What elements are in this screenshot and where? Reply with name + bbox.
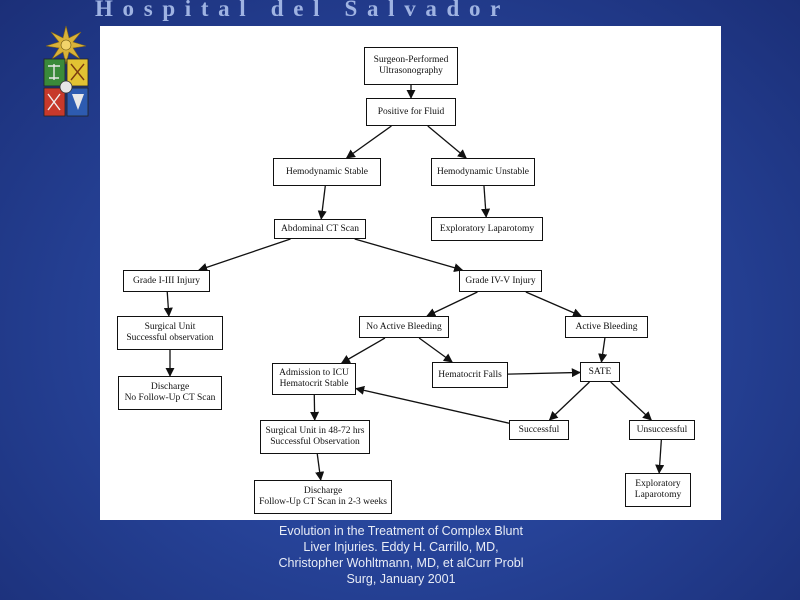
node-sate: SATE xyxy=(580,362,620,382)
connector-arrow xyxy=(426,291,478,317)
connector-arrow xyxy=(315,453,325,481)
connector-arrow xyxy=(317,185,327,220)
node-exploratory-laparotomy-1: Exploratory Laparotomy xyxy=(431,217,543,241)
connector-arrow xyxy=(655,439,665,474)
node-exploratory-laparotomy-2: Exploratory Laparotomy xyxy=(625,473,691,507)
node-abdominal-ct-scan: Abdominal CT Scan xyxy=(274,219,366,239)
node-positive-for-fluid: Positive for Fluid xyxy=(366,98,456,126)
connector-arrow xyxy=(345,125,392,159)
node-discharge-follow-up: Discharge Follow-Up CT Scan in 2-3 weeks xyxy=(254,480,392,514)
node-active-bleeding: Active Bleeding xyxy=(565,316,648,338)
node-line: Ultrasonography xyxy=(379,66,443,76)
node-line: Grade I-III Injury xyxy=(133,275,200,286)
node-line: Successful xyxy=(518,424,560,435)
header-title: Hospital del Salvador xyxy=(95,0,511,21)
connector-arrow xyxy=(355,385,510,424)
node-line: Laparotomy xyxy=(634,490,682,500)
node-line: Positive for Fluid xyxy=(377,106,445,117)
node-line: No Active Bleeding xyxy=(366,321,442,332)
node-line: Unsuccessful xyxy=(636,424,688,435)
connector-arrow xyxy=(340,337,386,364)
node-grade-iv-v: Grade IV-V Injury xyxy=(459,270,542,292)
node-hemodynamic-unstable: Hemodynamic Unstable xyxy=(431,158,535,186)
node-line: Discharge xyxy=(150,382,190,393)
connector-arrow xyxy=(198,238,291,272)
connector-arrow xyxy=(610,381,652,421)
node-line: Hematocrit Falls xyxy=(438,369,502,380)
citation-caption: Evolution in the Treatment of Complex Bl… xyxy=(278,524,524,586)
node-grade-i-iii: Grade I-III Injury xyxy=(123,270,210,292)
node-successful: Successful xyxy=(509,420,569,440)
node-line: Exploratory Laparotomy xyxy=(439,223,535,234)
node-line: Admission to ICU xyxy=(279,368,349,379)
node-no-active-bleeding: No Active Bleeding xyxy=(359,316,449,338)
node-discharge-no-follow-up: Discharge No Follow-Up CT Scan xyxy=(118,376,222,410)
node-line: Successful observation xyxy=(126,333,214,343)
node-line: Hemodynamic Stable xyxy=(285,166,369,177)
connector-arrow xyxy=(548,381,590,421)
node-line: Successful Observation xyxy=(270,437,360,447)
node-admission-icu: Admission to ICU Hematocrit Stable xyxy=(272,363,356,395)
connector-arrow xyxy=(354,238,464,273)
node-line: Surgical Unit in 48-72 hrs xyxy=(265,426,365,437)
node-line: Abdominal CT Scan xyxy=(281,223,359,234)
flowchart-connectors xyxy=(163,85,665,481)
node-hematocrit-falls: Hematocrit Falls xyxy=(432,362,508,388)
connector-arrow xyxy=(507,368,581,378)
university-crest-logo xyxy=(38,24,94,122)
node-surgical-unit-observation: Surgical Unit Successful observation xyxy=(117,316,223,350)
node-line: SATE xyxy=(588,366,612,377)
connector-arrow xyxy=(525,291,582,317)
node-line: Hematocrit Stable xyxy=(279,379,349,389)
node-line: Discharge xyxy=(303,486,343,497)
node-line: Surgical Unit xyxy=(144,322,196,333)
node-line: Hemodynamic Unstable xyxy=(436,166,530,177)
connector-arrow xyxy=(598,337,608,363)
star-emblem-icon xyxy=(45,25,87,65)
connector-arrow xyxy=(418,337,453,363)
node-hemodynamic-stable: Hemodynamic Stable xyxy=(273,158,381,186)
shield-icon xyxy=(43,58,89,117)
connector-arrow xyxy=(481,185,491,218)
node-line: Exploratory xyxy=(635,479,681,490)
connector-arrow xyxy=(163,291,173,317)
node-line: Grade IV-V Injury xyxy=(465,275,536,286)
node-line: Follow-Up CT Scan in 2-3 weeks xyxy=(259,497,387,507)
node-line: Surgeon-Performed xyxy=(373,55,449,66)
node-surgeon-ultrasonography: Surgeon-Performed Ultrasonography xyxy=(364,47,458,85)
node-line: No Follow-Up CT Scan xyxy=(124,393,216,403)
node-surgical-unit-48-72: Surgical Unit in 48-72 hrs Successful Ob… xyxy=(260,420,370,454)
node-line: Active Bleeding xyxy=(575,321,638,332)
node-unsuccessful: Unsuccessful xyxy=(629,420,695,440)
flowchart-panel: Surgeon-Performed Ultrasonography Positi… xyxy=(100,26,721,520)
connector-arrow xyxy=(427,125,467,159)
